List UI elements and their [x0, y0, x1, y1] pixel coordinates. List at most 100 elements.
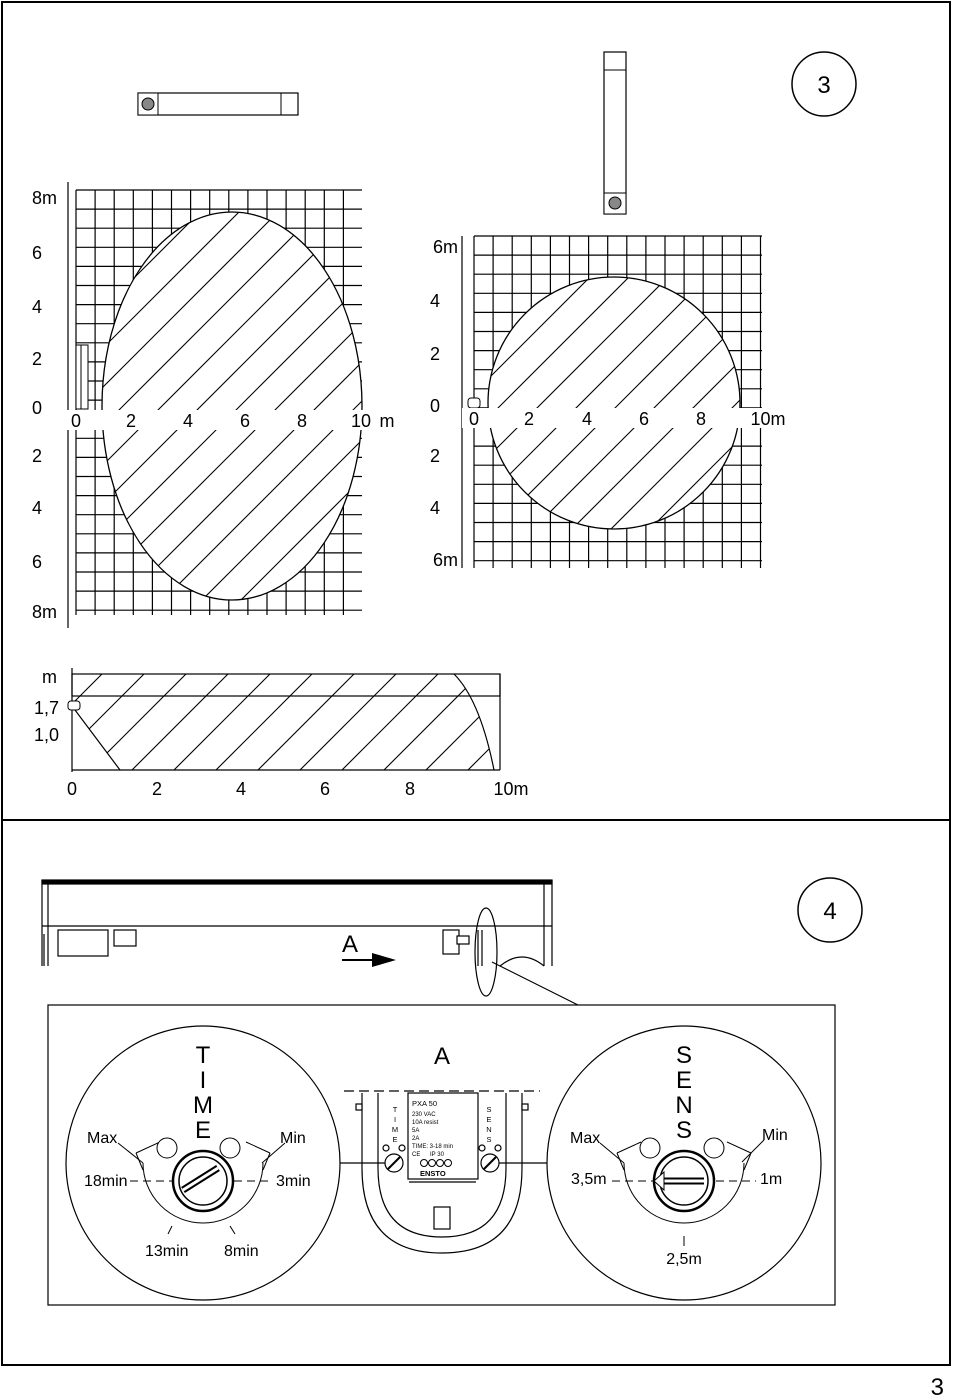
unit-time-m: M [392, 1125, 398, 1134]
wall-coverage-area [101, 211, 363, 601]
luminaire-side-view [41, 879, 579, 1006]
side-view-axes: m 1,7 1,0 0 2 4 6 8 10m [34, 667, 529, 799]
time-8min: 8min [224, 1243, 259, 1260]
c-x-8: 8 [696, 409, 706, 429]
y-label-4: 4 [32, 297, 42, 317]
side-sensor-icon [67, 700, 81, 711]
spec-2a: 2A [412, 1136, 419, 1142]
x-label-6: 6 [240, 411, 250, 431]
side-x-2: 2 [152, 779, 162, 799]
sensor-horizontal-icon [137, 92, 299, 116]
ceiling-coverage-area [487, 276, 741, 530]
view-arrow-label: A [342, 931, 358, 958]
spec-ip: IP 30 [430, 1152, 445, 1158]
c-x-2: 2 [524, 409, 534, 429]
view-arrow-icon [342, 953, 396, 967]
time-3min: 3min [276, 1173, 311, 1190]
wall-view-y-axis: 8m 6 4 2 0 2 4 6 8m [32, 188, 57, 622]
section-4: 4 A [41, 877, 863, 1306]
x-label-0: 0 [71, 411, 81, 431]
detail-panel [47, 1004, 836, 1306]
c-x-4: 4 [582, 409, 592, 429]
y-label-0: 0 [32, 398, 42, 418]
c-y-2: 2 [430, 344, 440, 364]
y-label-4b: 4 [32, 498, 42, 518]
unit-sens-s2: S [486, 1135, 491, 1144]
c-y-4b: 4 [430, 498, 440, 518]
ceiling-view-x-axis: 0 2 4 6 8 10m [462, 408, 792, 429]
unit-time-i: I [394, 1115, 396, 1124]
side-y-1-7: 1,7 [34, 698, 59, 718]
time-letter-e: E [195, 1117, 211, 1144]
side-x-10m: 10m [493, 779, 528, 799]
sens-3-5m: 3,5m [571, 1171, 607, 1188]
wall-sensor-icon [75, 344, 89, 410]
c-y-0: 0 [430, 396, 440, 416]
unit-time-t: T [393, 1105, 398, 1114]
sens-max-label: Max [570, 1130, 600, 1147]
section-4-badge-number: 4 [823, 898, 836, 925]
c-x-10m: 10m [750, 409, 785, 429]
unit-time-e: E [392, 1135, 397, 1144]
spec-voltage: 230 VAC [412, 1112, 436, 1118]
y-label-6b: 6 [32, 552, 42, 572]
x-label-m: m [380, 411, 395, 431]
section-3-badge [791, 51, 857, 117]
unit-sens-n: N [486, 1125, 491, 1134]
ceiling-sensor-icon [467, 397, 481, 409]
c-y-6mb: 6m [433, 550, 458, 570]
sens-letter-n: N [675, 1092, 692, 1119]
wall-view-x-axis: 0 2 4 6 8 10 m [66, 410, 396, 431]
sens-min-label: Min [762, 1127, 788, 1144]
x-label-4: 4 [183, 411, 193, 431]
unit-sens-s: S [486, 1105, 491, 1114]
y-label-2: 2 [32, 349, 42, 369]
product-name: PXA 50 [412, 1099, 437, 1108]
section-4-badge [797, 877, 863, 943]
ce-mark-icon: CE [412, 1152, 420, 1158]
side-x-6: 6 [320, 779, 330, 799]
sens-letter-s: S [676, 1042, 692, 1069]
time-18min: 18min [84, 1173, 128, 1190]
spec-resist: 10A resist [412, 1120, 439, 1126]
detail-callout-ellipse [474, 907, 498, 997]
side-x-8: 8 [405, 779, 415, 799]
y-label-6: 6 [32, 243, 42, 263]
time-13min: 13min [145, 1243, 189, 1260]
time-letter-t: T [196, 1042, 211, 1069]
section-3: 3 8m 6 4 2 0 [32, 51, 857, 799]
brand-logo: ENSTO [420, 1169, 446, 1178]
page-number: 3 [931, 1374, 944, 1400]
time-max-label: Max [87, 1130, 117, 1147]
c-y-2b: 2 [430, 446, 440, 466]
ceiling-mount-coverage-grid [461, 235, 762, 568]
time-letter-i: I [200, 1067, 207, 1094]
sens-letter-e: E [676, 1067, 692, 1094]
c-y-4: 4 [430, 291, 440, 311]
page-frame [1, 1, 951, 1366]
side-y-m: m [42, 667, 57, 687]
spec-5a: 5A [412, 1128, 419, 1134]
sensor-vertical-icon [603, 51, 627, 215]
y-label-8mb: 8m [32, 602, 57, 622]
side-view-coverage [67, 668, 501, 772]
sens-letter-s2: S [676, 1117, 692, 1144]
sens-2-5m: 2,5m [666, 1251, 702, 1268]
detail-title: A [434, 1043, 450, 1070]
unit-sens-e: E [486, 1115, 491, 1124]
side-x-4: 4 [236, 779, 246, 799]
side-x-0: 0 [67, 779, 77, 799]
time-letter-m: M [193, 1092, 213, 1119]
certification-icons [420, 1159, 452, 1167]
y-label-2b: 2 [32, 446, 42, 466]
x-label-2: 2 [126, 411, 136, 431]
side-y-1-0: 1,0 [34, 725, 59, 745]
c-y-6m: 6m [433, 237, 458, 257]
spec-time: TIME: 3-18 min [412, 1144, 453, 1150]
y-label-8m: 8m [32, 188, 57, 208]
sens-dial [546, 1025, 822, 1301]
c-x-6: 6 [639, 409, 649, 429]
c-x-0: 0 [469, 409, 479, 429]
sens-1m: 1m [760, 1171, 782, 1188]
